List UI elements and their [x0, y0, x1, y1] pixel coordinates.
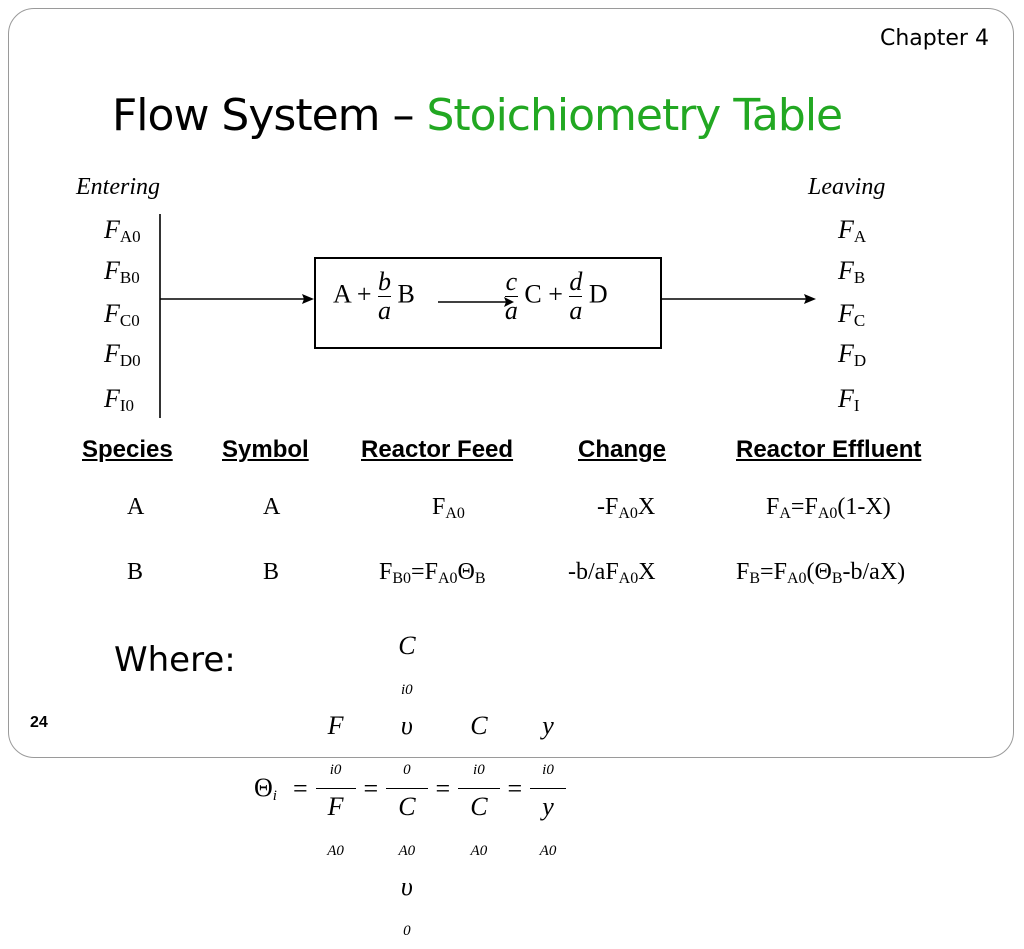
- header-reactor-feed: Reactor Feed: [361, 436, 514, 463]
- entering-stream-d: FD0: [104, 339, 141, 370]
- row-a-species: A: [127, 494, 145, 520]
- theta-symbol: Θi: [254, 772, 277, 804]
- page-number: 24: [30, 714, 48, 731]
- slide-title: Flow System – Stoichiometry Table: [112, 90, 843, 141]
- leaving-stream-a: FA: [838, 215, 867, 246]
- entering-stream-i: FI0: [104, 384, 135, 415]
- title-highlight: Stoichiometry Table: [426, 90, 843, 141]
- title-main: Flow System –: [112, 90, 427, 141]
- reaction-arrowhead: [504, 297, 514, 307]
- entering-label: Entering: [76, 174, 160, 200]
- row-a-change: -FA0X: [597, 494, 656, 522]
- leaving-stream-b: FB: [838, 256, 866, 287]
- outlet-arrowhead: [804, 294, 816, 304]
- where-label: Where:: [114, 640, 236, 680]
- chapter-label: Chapter 4: [880, 26, 989, 51]
- row-b-species: B: [127, 559, 144, 585]
- row-b-effluent: FB=FA0(ΘB-b/aX): [736, 559, 906, 587]
- row-b-symbol: B: [263, 559, 280, 585]
- header-symbol: Symbol: [222, 436, 309, 463]
- leaving-stream-c: FC: [838, 299, 866, 330]
- flow-lines: [159, 214, 816, 418]
- leaving-stream-i: FI: [838, 384, 860, 415]
- header-reactor-effluent: Reactor Effluent: [736, 436, 922, 463]
- row-a-symbol: A: [263, 494, 281, 520]
- header-change: Change: [578, 436, 667, 463]
- slide-frame: [8, 8, 1014, 758]
- entering-stream-b: FB0: [104, 256, 140, 287]
- row-a-effluent: FA=FA0(1-X): [766, 494, 891, 522]
- inlet-arrowhead: [302, 294, 314, 304]
- row-a-feed: FA0: [432, 494, 465, 522]
- leaving-label: Leaving: [808, 174, 886, 200]
- row-b-change: -b/aFA0X: [568, 559, 656, 587]
- row-b-feed: FB0=FA0ΘB: [379, 559, 486, 587]
- leaving-stream-d: FD: [838, 339, 867, 370]
- entering-stream-a: FA0: [104, 215, 141, 246]
- entering-stream-c: FC0: [104, 299, 140, 330]
- reactor-box: [314, 257, 662, 349]
- header-species: Species: [82, 436, 173, 463]
